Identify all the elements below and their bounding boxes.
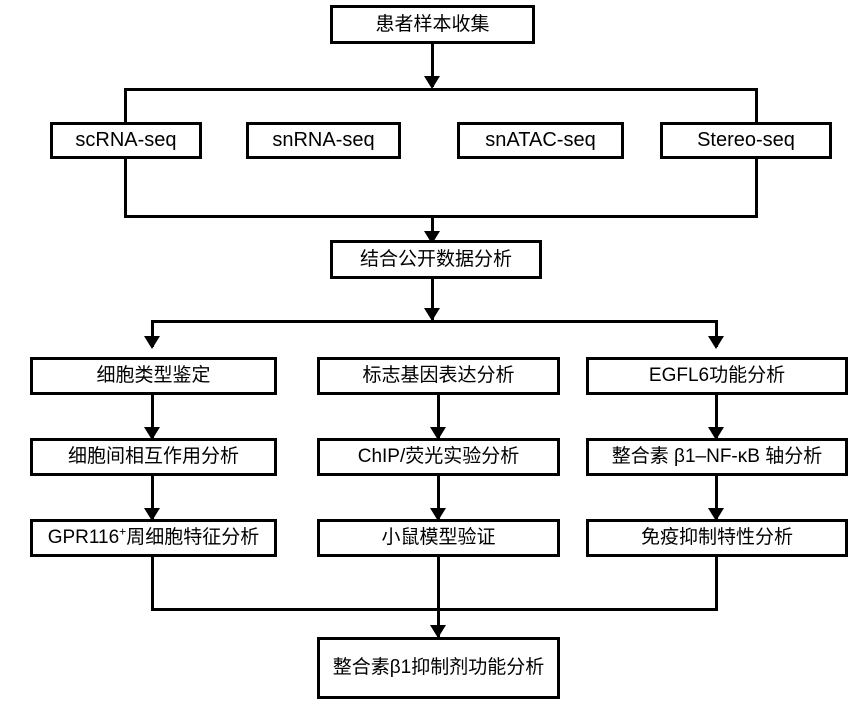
connector-cell-type-to-interaction bbox=[151, 395, 154, 438]
arrowhead-interaction-to-gpr116 bbox=[144, 508, 160, 521]
node-gpr116-pericyte-label: GPR116+周细胞特征分析 bbox=[39, 526, 268, 549]
node-cell-interaction-label: 细胞间相互作用分析 bbox=[67, 446, 239, 468]
node-public-data-label: 结合公开数据分析 bbox=[359, 248, 512, 270]
node-snatac-seq[interactable]: snATAC-seq bbox=[457, 122, 624, 159]
node-chip-assay-label: ChIP/荧光实验分析 bbox=[357, 446, 520, 468]
node-mouse-model[interactable]: 小鼠模型验证 bbox=[317, 519, 560, 557]
connector-bus-to-left-column bbox=[151, 320, 154, 347]
connector-stereo-to-bus bbox=[755, 158, 758, 218]
gpr116-suffix: 周细胞特征分析 bbox=[126, 527, 260, 549]
connector-bus-to-scrna bbox=[124, 88, 127, 123]
connector-middle-column-to-final bbox=[437, 557, 440, 639]
bus-row2-bottom bbox=[124, 215, 758, 218]
node-integrin-nfkb-axis[interactable]: 整合素 β1–NF-κB 轴分析 bbox=[586, 438, 848, 476]
node-sample-collection[interactable]: 患者样本收集 bbox=[330, 5, 535, 44]
node-integrin-inhibitor-label: 整合素β1抑制剂功能分析 bbox=[332, 657, 545, 679]
bus-row2-top bbox=[124, 88, 758, 91]
arrowhead-bus-to-final bbox=[430, 625, 446, 638]
arrowhead-chip-to-mouse bbox=[430, 508, 446, 521]
connector-egfl6-to-integrin bbox=[715, 395, 718, 438]
connector-interaction-to-gpr116 bbox=[151, 476, 154, 519]
connector-chip-to-mouse bbox=[437, 476, 440, 519]
node-snrna-seq-label: snRNA-seq bbox=[272, 129, 375, 152]
node-integrin-nfkb-axis-label: 整合素 β1–NF-κB 轴分析 bbox=[611, 446, 823, 468]
node-immune-suppression[interactable]: 免疫抑制特性分析 bbox=[586, 519, 848, 557]
arrowhead-sample-to-bus bbox=[424, 76, 440, 89]
node-public-data[interactable]: 结合公开数据分析 bbox=[330, 240, 542, 279]
node-stereo-seq-label: Stereo-seq bbox=[697, 129, 795, 152]
node-snatac-seq-label: snATAC-seq bbox=[485, 129, 596, 152]
bus-columns-top bbox=[151, 320, 718, 323]
arrowhead-integrin-to-immune bbox=[708, 508, 724, 521]
node-marker-gene-label: 标志基因表达分析 bbox=[362, 365, 515, 387]
node-immune-suppression-label: 免疫抑制特性分析 bbox=[640, 527, 793, 549]
node-stereo-seq[interactable]: Stereo-seq bbox=[660, 122, 832, 159]
node-snrna-seq[interactable]: snRNA-seq bbox=[246, 122, 401, 159]
connector-integrin-to-immune bbox=[715, 476, 718, 519]
connector-sample-to-bus bbox=[431, 44, 434, 87]
arrowhead-bus-to-left-column bbox=[144, 336, 160, 349]
node-scrna-seq[interactable]: scRNA-seq bbox=[50, 122, 202, 159]
connector-right-column-to-bus bbox=[715, 557, 718, 611]
arrowhead-cell-type-to-interaction bbox=[144, 427, 160, 440]
node-cell-type[interactable]: 细胞类型鉴定 bbox=[30, 357, 277, 395]
connector-bus-to-stereo bbox=[755, 88, 758, 123]
node-cell-type-label: 细胞类型鉴定 bbox=[96, 365, 211, 387]
connector-marker-to-chip bbox=[437, 395, 440, 438]
connector-scrna-to-bus bbox=[124, 158, 127, 218]
node-integrin-inhibitor[interactable]: 整合素β1抑制剂功能分析 bbox=[317, 637, 560, 699]
bus-columns-bottom bbox=[151, 608, 718, 611]
node-sample-collection-label: 患者样本收集 bbox=[375, 13, 490, 35]
node-egfl6[interactable]: EGFL6功能分析 bbox=[586, 357, 848, 395]
arrowhead-bus-to-right-column bbox=[708, 336, 724, 349]
node-marker-gene[interactable]: 标志基因表达分析 bbox=[317, 357, 560, 395]
node-cell-interaction[interactable]: 细胞间相互作用分析 bbox=[30, 438, 277, 476]
node-mouse-model-label: 小鼠模型验证 bbox=[381, 527, 496, 549]
node-chip-assay[interactable]: ChIP/荧光实验分析 bbox=[317, 438, 560, 476]
node-scrna-seq-label: scRNA-seq bbox=[75, 129, 177, 152]
arrowhead-marker-to-chip bbox=[430, 427, 446, 440]
connector-bus-to-right-column bbox=[715, 320, 718, 347]
node-gpr116-pericyte[interactable]: GPR116+周细胞特征分析 bbox=[30, 519, 277, 557]
arrowhead-public-data-to-bus bbox=[424, 308, 440, 321]
gpr116-prefix: GPR116 bbox=[47, 527, 120, 549]
connector-public-data-to-bus bbox=[431, 279, 434, 320]
gpr116-superscript-plus: + bbox=[119, 525, 127, 540]
connector-left-column-to-bus bbox=[151, 557, 154, 611]
node-egfl6-label: EGFL6功能分析 bbox=[648, 365, 786, 387]
connector-bus-to-public-data bbox=[431, 215, 434, 242]
arrowhead-egfl6-to-integrin bbox=[708, 427, 724, 440]
